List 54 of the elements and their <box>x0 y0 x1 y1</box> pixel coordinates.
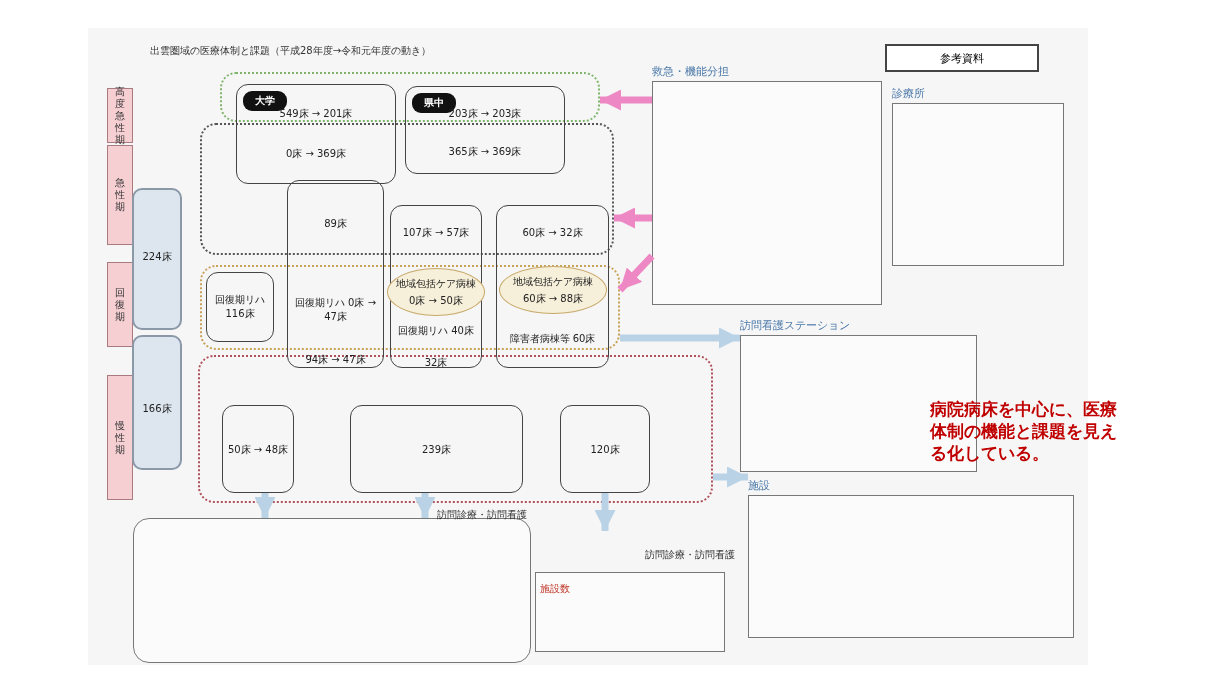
stage-band <box>107 145 133 245</box>
dotted-region <box>198 355 713 503</box>
ward-label: 地域包括ケア病棟 <box>512 275 594 289</box>
bed-count-box <box>132 188 182 330</box>
reference-tag: 参考資料 <box>885 44 1039 72</box>
caption-text: 訪問診療・訪問看護 <box>437 508 527 522</box>
panel-heading: 施設数 <box>540 583 570 594</box>
hospital-box <box>236 84 396 184</box>
bed-count: 89床 <box>323 217 348 231</box>
bed-count: 166床 <box>141 402 173 416</box>
bed-count: 0床 → 369床 <box>284 147 348 161</box>
caption-text: 訪問診療・訪問看護 <box>645 548 735 562</box>
arrow <box>414 493 436 518</box>
hospital-box <box>560 405 650 493</box>
hospital-box <box>405 86 565 174</box>
stage-band <box>107 262 133 347</box>
panel-heading: 診療所 <box>892 86 926 101</box>
arrow <box>617 253 655 293</box>
bed-count: 224床 <box>141 250 173 264</box>
hospital-box <box>287 180 384 368</box>
stage-label: 急性期 <box>114 177 126 213</box>
bed-count: 障害者病棟等 60床 <box>508 332 597 346</box>
diagram-title: 出雲圏域の医療体制と課題（平成28年度→令和元年度の動き） <box>150 44 432 58</box>
ward-label: 地域包括ケア病棟 <box>395 277 477 291</box>
notes-panel <box>133 518 531 663</box>
bed-count: 60床 → 32床 <box>521 226 584 240</box>
hospital-box <box>222 405 294 493</box>
stage-label: 回復期 <box>114 286 126 323</box>
bed-count: 50床 → 48床 <box>226 443 290 457</box>
bed-count: 回復期リハ 0床 → 47床 <box>293 296 378 324</box>
bed-count: 94床 → 47床 <box>304 353 367 367</box>
bed-count: 回復期リハ 40床 <box>397 324 475 338</box>
stage-label: 高度急性期 <box>114 85 126 146</box>
panel-heading: 訪問看護ステーション <box>740 318 851 333</box>
bed-count-box <box>132 335 182 470</box>
arrow <box>254 493 276 518</box>
dotted-region <box>200 123 614 255</box>
hospital-box <box>350 405 523 493</box>
stage-band <box>107 88 133 143</box>
ward-label: 0床 → 50床 <box>408 294 464 308</box>
stage-band <box>107 375 133 500</box>
bed-count: 365床 → 369床 <box>447 145 523 159</box>
bed-count: 107床 → 57床 <box>401 226 471 240</box>
bed-count: 32床 <box>423 356 449 370</box>
hospital-box <box>206 272 274 342</box>
bed-count: 回復期リハ 116床 <box>214 293 266 321</box>
stage-label: 慢性期 <box>114 419 126 456</box>
note-text: 病院病床を中心に、医療体制の機能と課題を見える化している。 <box>930 398 1118 464</box>
bed-count: 239床 <box>420 443 453 457</box>
ward-label: 60床 → 88床 <box>521 292 585 306</box>
notes-panel <box>535 572 725 652</box>
panel-heading: 施設 <box>748 478 771 493</box>
bed-count: 120床 <box>589 443 621 457</box>
panel-heading: 救急・機能分担 <box>652 64 730 79</box>
